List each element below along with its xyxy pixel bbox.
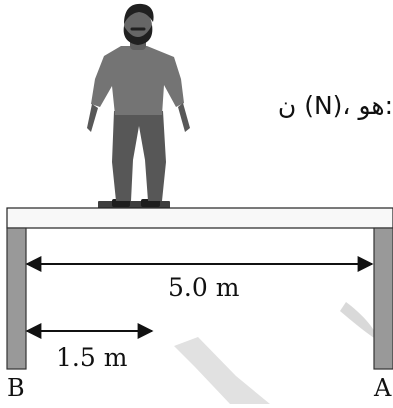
beam	[6, 207, 393, 229]
support-b-label: B	[7, 374, 25, 402]
person-icon	[87, 3, 190, 209]
total-span-label: 5.0 m	[168, 273, 240, 302]
support-a-label: A	[374, 374, 392, 402]
person-to-support-b-label: 1.5 m	[56, 343, 128, 372]
dimension-lines	[25, 256, 374, 339]
support-columns	[6, 227, 393, 370]
support-column-icon	[373, 227, 393, 370]
question-text: ن (N)، هو:	[205, 86, 393, 126]
watermark-decoration	[174, 302, 380, 404]
question-text-content: ن (N)، هو:	[277, 91, 393, 120]
support-column-icon	[6, 227, 27, 370]
